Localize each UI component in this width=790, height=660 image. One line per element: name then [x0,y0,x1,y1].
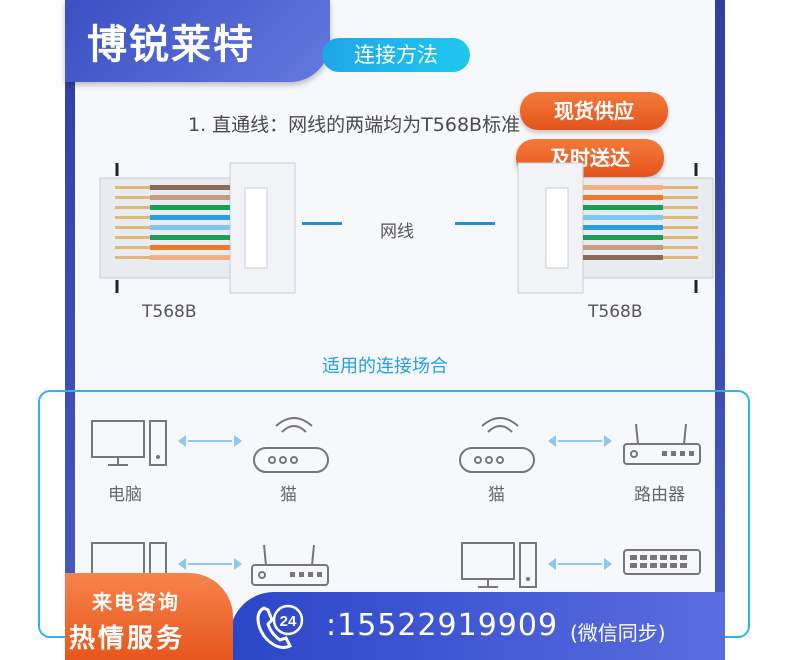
link-arrow-icon [178,435,242,447]
scenes-title: 适用的连接场合 [322,356,448,377]
computer-icon [461,542,537,588]
computer-icon [91,420,167,466]
router-icon [623,423,701,465]
link-arrow-icon [548,435,612,447]
brand-name: 博锐莱特 [87,22,255,68]
arrow-left-icon [302,222,342,225]
footer-line1: 来电咨询 [92,590,180,614]
footer-callout: 来电咨询 热情服务 [65,573,233,660]
router-icon [251,544,329,586]
left-plug-label: T568B [142,302,197,322]
phone-badge-number: 24 [280,613,297,630]
phone-number: :15522919909 [326,608,559,643]
footer-bar [230,592,725,660]
phone-24h-icon: 24 [256,604,304,650]
footer-line2: 热情服务 [69,624,186,654]
rj45-plug-right-icon [517,162,714,294]
link-arrow-icon [178,558,242,570]
brand-banner: 博锐莱特 [65,0,330,82]
modem-icon [459,417,535,473]
rj45-plug-left-icon [99,162,296,294]
phone-note: (微信同步) [570,621,666,645]
stock-badge: 现货供应 [520,92,668,130]
device-label-modem: 猫 [488,485,505,505]
device-label-computer: 电脑 [108,485,142,505]
right-plug-label: T568B [588,302,643,322]
switch-icon [623,549,701,575]
section-pill: 连接方法 [322,38,470,72]
modem-icon [253,417,329,473]
device-label-modem: 猫 [280,485,297,505]
arrow-right-icon [455,222,495,225]
device-label-router: 路由器 [634,485,685,505]
cable-label: 网线 [380,222,414,242]
section-heading: 1. 直通线：网线的两端均为T568B标准 [188,114,521,136]
link-arrow-icon [548,558,612,570]
